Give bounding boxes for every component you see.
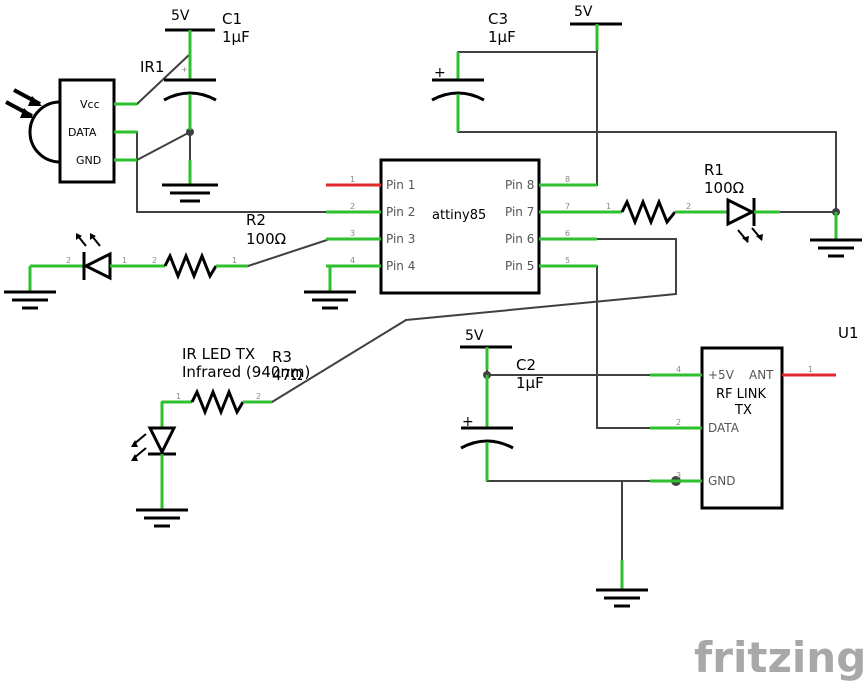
rf-link-tx: RF LINK TX +5V DATA GND ANT 4 2 3 1 U1 xyxy=(650,324,859,510)
attiny85-name: attiny85 xyxy=(432,208,486,223)
rf-ant-label: ANT xyxy=(749,368,774,382)
fritzing-logo: fritzing xyxy=(694,633,866,682)
capacitor-c3: C3 1µF + xyxy=(431,10,516,132)
supply-label: 5V xyxy=(465,328,484,344)
supply-label: 5V xyxy=(171,8,190,24)
mcu-pin-label: Pin 1 xyxy=(386,178,415,192)
pin-plus: + xyxy=(462,414,474,430)
attiny85-chip: attiny85 Pin 1 Pin 2 Pin 3 Pin 4 1 2 3 4… xyxy=(326,158,597,295)
led-indicator: 2 1 xyxy=(30,233,140,281)
resistor-value: 100Ω xyxy=(246,230,286,248)
ir-pin-gnd: GND xyxy=(76,154,101,167)
rf-pin-number: 4 xyxy=(676,365,681,374)
power-5v-c2: 5V xyxy=(460,328,512,370)
mcu-pin-label: Pin 8 xyxy=(505,178,534,192)
ground-symbol xyxy=(136,480,188,528)
rf-link-name: RF LINK xyxy=(716,387,766,402)
resistor-r2: 2 1 R2 100Ω xyxy=(140,211,286,281)
ground-symbol xyxy=(4,266,56,310)
ir-receiver-ir1: Vcc DATA GND IR1 xyxy=(5,58,164,184)
mcu-pin-number: 6 xyxy=(565,229,570,238)
power-5v-c1: 5V xyxy=(165,8,215,48)
capacitor-ref: C3 xyxy=(488,10,508,28)
mcu-pin-label: Pin 2 xyxy=(386,205,415,219)
ground-symbol xyxy=(810,212,862,258)
capacitor-c1: C1 1µF + xyxy=(163,10,250,130)
ground-symbol xyxy=(304,266,356,310)
ir-pin-data: DATA xyxy=(68,126,97,139)
capacitor-value: 1µF xyxy=(488,28,516,46)
pin-number: 2 xyxy=(66,256,71,265)
mcu-pin-label: Pin 6 xyxy=(505,232,534,246)
mcu-pin-number: 5 xyxy=(565,256,570,265)
pin-number: 1 xyxy=(232,256,237,265)
pin-plus: + xyxy=(181,65,188,74)
rf-pin-number: 3 xyxy=(676,471,681,480)
capacitor-c2: C2 1µF + xyxy=(460,356,544,481)
rf-pin-number: 1 xyxy=(808,365,813,374)
pin-number: 2 xyxy=(152,256,157,265)
rf-ref: U1 xyxy=(838,324,859,342)
mcu-pin-number: 3 xyxy=(350,229,355,238)
capacitor-ref: C2 xyxy=(516,356,536,374)
mcu-pin-number: 2 xyxy=(350,202,355,211)
supply-label: 5V xyxy=(574,4,593,20)
mcu-pin-number: 4 xyxy=(350,256,355,265)
power-5v-c3: 5V xyxy=(570,4,622,50)
capacitor-value: 1µF xyxy=(222,28,250,46)
ir-led-title: IR LED TX xyxy=(182,345,255,363)
pin-number: 2 xyxy=(686,202,691,211)
mcu-pin-number: 7 xyxy=(565,202,570,211)
mcu-pin-label: Pin 5 xyxy=(505,259,534,273)
pin-plus: + xyxy=(434,65,446,81)
mcu-pin-label: Pin 7 xyxy=(505,205,534,219)
capacitor-ref: C1 xyxy=(222,10,242,28)
ir-pin-vcc: Vcc xyxy=(80,98,100,111)
pin-number: 1 xyxy=(606,202,611,211)
ir-receiver-ref: IR1 xyxy=(140,58,164,76)
junction-dot xyxy=(186,128,194,136)
ir-led-subtitle: Infrared (940nm) xyxy=(182,363,310,381)
mcu-pin-label: Pin 3 xyxy=(386,232,415,246)
rf-pin-label: +5V xyxy=(708,368,735,382)
pin-number: 1 xyxy=(176,392,181,401)
rf-pin-label: DATA xyxy=(708,421,740,435)
resistor-r1: 1 2 R1 100Ω xyxy=(597,161,744,227)
attiny85-body xyxy=(379,158,541,295)
pin-number: 1 xyxy=(122,256,127,265)
pin-number: 2 xyxy=(256,392,261,401)
resistor-value: 100Ω xyxy=(704,179,744,197)
capacitor-value: 1µF xyxy=(516,374,544,392)
resistor-r3: 1 2 R3 47Ω xyxy=(162,348,303,417)
led-status xyxy=(700,197,780,243)
ground-symbol xyxy=(162,160,218,203)
mcu-pin-label: Pin 4 xyxy=(386,259,415,273)
resistor-ref: R3 xyxy=(272,348,292,366)
mcu-pin-number: 1 xyxy=(350,175,355,184)
ir-receiver-body xyxy=(58,78,116,184)
rf-pin-number: 2 xyxy=(676,418,681,427)
ir-led-tx: IR LED TX Infrared (940nm) xyxy=(131,345,310,482)
rf-pin-label: GND xyxy=(708,474,736,488)
ground-symbol xyxy=(596,560,648,608)
mcu-pin-number: 8 xyxy=(565,175,570,184)
resistor-value: 47Ω xyxy=(272,366,303,384)
rf-link-name-2: TX xyxy=(734,403,752,418)
resistor-ref: R1 xyxy=(704,161,724,179)
resistor-ref: R2 xyxy=(246,211,266,229)
